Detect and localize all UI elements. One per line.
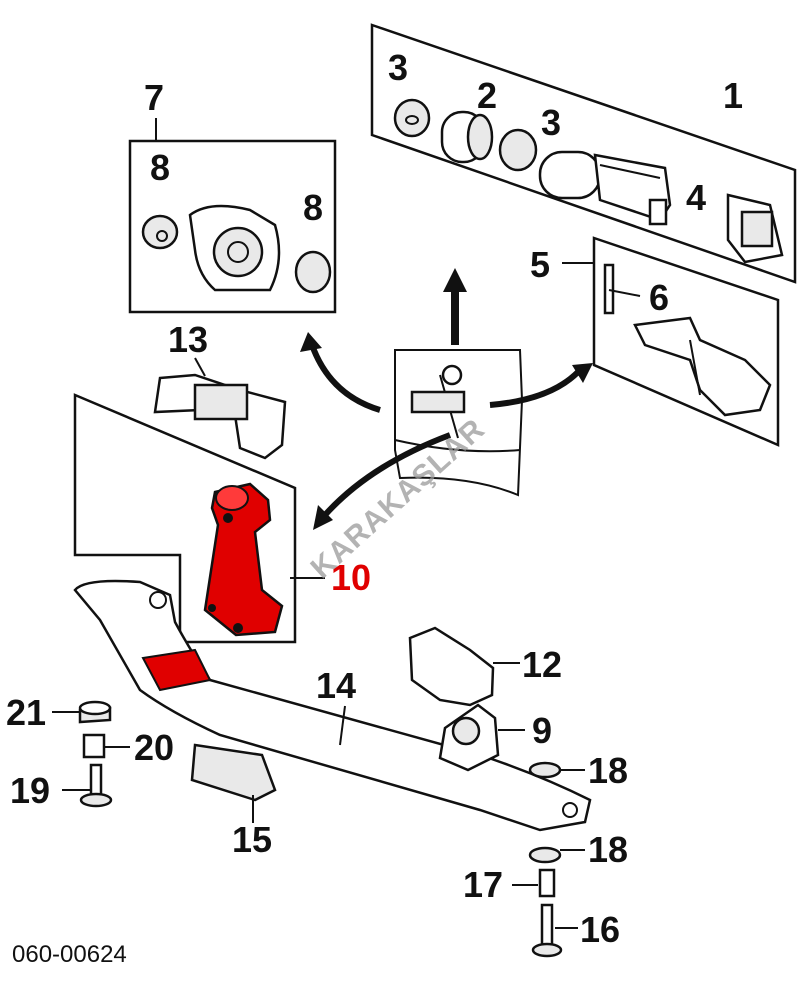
- label-part-1: 1: [723, 75, 743, 116]
- label-part-12: 12: [522, 644, 562, 685]
- label-part-2: 2: [477, 75, 497, 116]
- label-part-9: 9: [532, 710, 552, 751]
- callout-labels: 1 2 3 3 4 5 6 7 8 8 9 10 12 13 14 15 16 …: [6, 47, 743, 950]
- label-part-8a: 8: [150, 147, 170, 188]
- label-part-17: 17: [463, 864, 503, 905]
- label-part-15: 15: [232, 819, 272, 860]
- diagram-code: 060-00624: [12, 941, 127, 968]
- part-9: [438, 703, 525, 772]
- label-part-7: 7: [144, 77, 164, 118]
- label-part-6: 6: [649, 277, 669, 318]
- fasteners: [52, 700, 585, 958]
- label-part-19: 19: [10, 770, 50, 811]
- highlighted-part-10: [203, 482, 284, 637]
- label-part-13: 13: [168, 319, 208, 360]
- label-part-4: 4: [686, 177, 706, 218]
- label-part-21: 21: [6, 692, 46, 733]
- part-13: [153, 357, 287, 460]
- label-part-8b: 8: [303, 187, 323, 228]
- label-part-18a: 18: [588, 750, 628, 791]
- label-part-5: 5: [530, 244, 550, 285]
- panel-part-10: [73, 393, 325, 644]
- part-15: [190, 743, 277, 823]
- panel-part-5: [562, 236, 780, 447]
- label-part-14: 14: [316, 665, 356, 706]
- panel-part-7: [128, 118, 337, 314]
- watermark: KARAKAŞLAR: [305, 412, 492, 585]
- label-part-10: 10: [331, 557, 371, 598]
- label-part-16: 16: [580, 909, 620, 950]
- center-engine: [300, 268, 593, 530]
- label-part-20: 20: [134, 727, 174, 768]
- panel-part-1: [370, 23, 797, 284]
- label-part-3a: 3: [388, 47, 408, 88]
- part-12: [408, 626, 520, 707]
- label-part-3b: 3: [541, 102, 561, 143]
- label-part-18b: 18: [588, 829, 628, 870]
